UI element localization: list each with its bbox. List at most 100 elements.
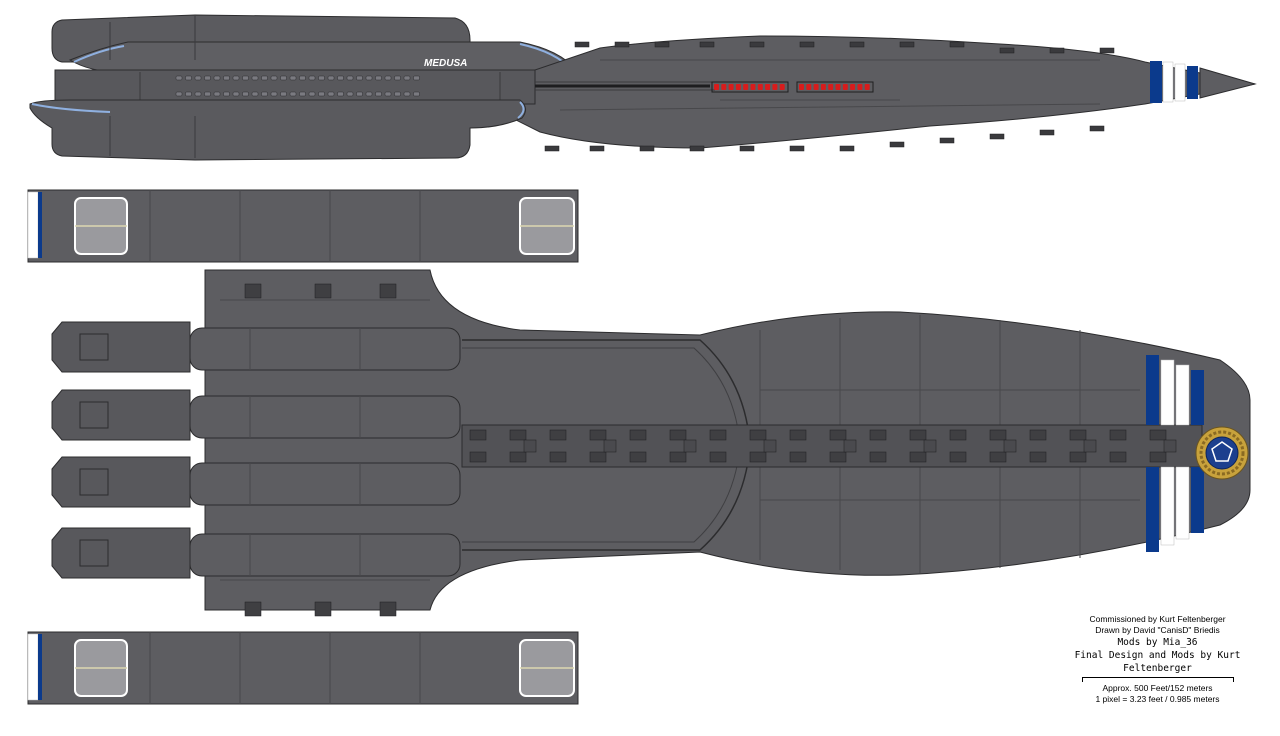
nacelle-body <box>189 327 461 371</box>
window <box>194 91 202 97</box>
turret <box>889 141 905 148</box>
red-light <box>765 84 771 90</box>
spine-launcher <box>789 429 807 441</box>
credit-drawn-by: Drawn by David "CanisD" Briedis <box>1095 625 1220 635</box>
turret <box>589 145 605 152</box>
nacelle-exhaust <box>51 389 191 441</box>
window <box>175 91 183 97</box>
hull-stripe-blue <box>1191 370 1204 425</box>
spine-hatch <box>1083 439 1097 453</box>
window <box>299 75 306 81</box>
spine-launcher <box>549 429 567 441</box>
turret <box>574 41 590 48</box>
spine-hatch <box>923 439 937 453</box>
spine-launcher <box>509 429 527 441</box>
spine-launcher <box>1149 429 1167 441</box>
turret <box>654 41 670 48</box>
window <box>213 91 221 97</box>
red-light <box>799 84 804 90</box>
window <box>403 75 411 81</box>
turret <box>1039 129 1055 136</box>
red-light <box>750 84 756 90</box>
window <box>299 91 306 97</box>
upper-engine-pod <box>51 14 578 73</box>
window <box>327 75 335 81</box>
red-light <box>806 84 812 90</box>
spine-launcher <box>1029 451 1047 463</box>
turret <box>789 145 805 152</box>
nacelle-body <box>189 533 461 577</box>
window <box>384 75 392 81</box>
nacelle-panel <box>79 333 109 361</box>
spine-launcher <box>749 429 767 441</box>
fleet-emblem <box>1195 426 1249 480</box>
window <box>413 75 420 81</box>
hull-stripe-blue <box>1146 467 1159 552</box>
window <box>194 75 202 81</box>
turret <box>739 145 755 152</box>
spine-launcher <box>949 429 967 441</box>
turret <box>999 47 1015 54</box>
spine-modules <box>469 429 1177 463</box>
window <box>242 75 249 81</box>
spine-launcher <box>589 451 607 463</box>
spine-launcher <box>589 429 607 441</box>
turret <box>614 41 630 48</box>
turret-row <box>544 41 1115 152</box>
spine-launcher <box>1029 429 1047 441</box>
spine-launcher <box>509 451 527 463</box>
window <box>365 75 373 81</box>
pod-stripe-blue <box>38 634 42 700</box>
pod-stripe-white <box>27 633 39 701</box>
window <box>261 91 268 97</box>
window <box>232 91 240 97</box>
red-light <box>728 84 734 90</box>
window <box>318 75 325 81</box>
window <box>251 91 259 97</box>
window <box>356 91 363 97</box>
window <box>337 75 344 81</box>
spine-launcher <box>829 451 847 463</box>
window <box>175 75 183 81</box>
window <box>394 91 401 97</box>
window <box>185 91 192 97</box>
window <box>346 91 354 97</box>
hull-stripe-blue <box>1191 467 1204 533</box>
spine-launcher <box>989 451 1007 463</box>
window <box>251 75 259 81</box>
nacelle-exhaust <box>51 527 191 579</box>
wing-hatch <box>314 601 332 617</box>
spine-launcher <box>1109 451 1127 463</box>
spine-launcher <box>1069 451 1087 463</box>
red-light <box>835 84 841 90</box>
side-profile-view: MEDUSA <box>29 14 1257 161</box>
wing-hatch <box>314 283 332 299</box>
spine-launcher <box>1109 429 1127 441</box>
red-light <box>779 84 785 90</box>
spine-launcher <box>669 429 687 441</box>
window-row <box>175 75 420 97</box>
window <box>337 91 344 97</box>
window <box>232 75 240 81</box>
spine-launcher <box>1149 451 1167 463</box>
window <box>289 75 297 81</box>
spine-launcher <box>909 451 927 463</box>
hull-stripe-white <box>1160 359 1175 426</box>
wing-modules <box>244 283 397 617</box>
spine-launcher <box>629 451 647 463</box>
spine-launcher <box>869 429 887 441</box>
window <box>204 75 211 81</box>
turret <box>1089 125 1105 132</box>
wing-hatch <box>244 283 262 299</box>
outer-engine-pods <box>27 189 579 705</box>
turret <box>839 145 855 152</box>
spine-launcher <box>949 451 967 463</box>
hull-stripe-blue <box>1146 355 1159 425</box>
turret <box>639 145 655 152</box>
window <box>204 91 211 97</box>
red-light <box>813 84 819 90</box>
nose-stripe-blue <box>1150 61 1162 103</box>
red-light-row <box>714 84 870 90</box>
hull-stripe-white <box>1160 466 1175 546</box>
